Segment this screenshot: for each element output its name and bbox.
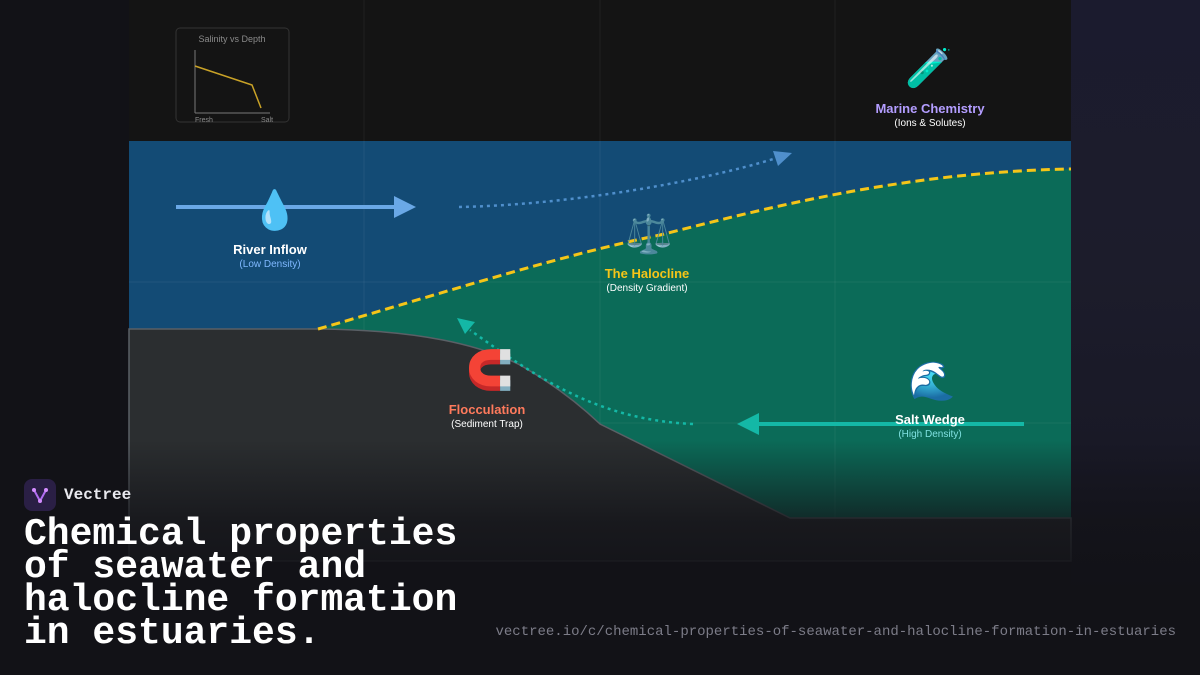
surface-outflow-arrowhead bbox=[773, 151, 792, 166]
page-title: Chemical properties of seawater and halo… bbox=[24, 513, 458, 655]
salt-wedge-subtitle: (High Density) bbox=[898, 429, 962, 440]
river-inflow-title: River Inflow bbox=[233, 242, 307, 257]
balance-scale-icon: ⚖️ bbox=[625, 214, 673, 256]
inset-chart-x-left: Fresh bbox=[195, 117, 213, 124]
wave-icon: 🌊 bbox=[908, 361, 956, 403]
inset-salinity-line bbox=[194, 65, 262, 109]
salt-wedge-title: Salt Wedge bbox=[895, 412, 965, 427]
vectree-logo-icon bbox=[24, 479, 56, 511]
flocculation-flow-arrowhead bbox=[457, 318, 475, 334]
halocline-label: The Halocline (Density Gradient) bbox=[577, 266, 717, 294]
halocline-line bbox=[317, 167, 1072, 331]
halocline-title: The Halocline bbox=[604, 266, 690, 281]
river-inflow-subtitle: (Low Density) bbox=[239, 259, 301, 270]
marine-chemistry-label: Marine Chemistry (Ions & Solutes) bbox=[860, 101, 1000, 129]
brand-name: Vectree bbox=[64, 486, 132, 504]
brand[interactable]: Vectree bbox=[24, 479, 131, 511]
salt-wedge-arrowhead bbox=[737, 413, 759, 435]
river-inflow-arrowhead bbox=[394, 196, 416, 218]
test-tube-icon: 🧪 bbox=[905, 48, 953, 90]
salt-wedge-label: Salt Wedge (High Density) bbox=[860, 412, 1000, 440]
inset-chart-x-right: Salt bbox=[261, 117, 273, 124]
magnet-icon: 🧲 bbox=[466, 350, 514, 392]
flocculation-subtitle: (Sediment Trap) bbox=[451, 419, 523, 430]
droplet-icon: 💧 bbox=[251, 190, 299, 232]
page-url[interactable]: vectree.io/c/chemical-properties-of-seaw… bbox=[495, 624, 1176, 640]
marine-chemistry-subtitle: (Ions & Solutes) bbox=[894, 118, 966, 129]
river-inflow-label: River Inflow (Low Density) bbox=[200, 242, 340, 270]
halocline-subtitle: (Density Gradient) bbox=[606, 283, 688, 294]
inset-salinity-chart: Salinity vs Depth Fresh Salt bbox=[175, 27, 290, 124]
flocculation-title: Flocculation bbox=[448, 402, 526, 417]
marine-chemistry-title: Marine Chemistry bbox=[875, 101, 985, 116]
flocculation-label: Flocculation (Sediment Trap) bbox=[417, 402, 557, 430]
inset-chart-title: Salinity vs Depth bbox=[198, 34, 265, 44]
